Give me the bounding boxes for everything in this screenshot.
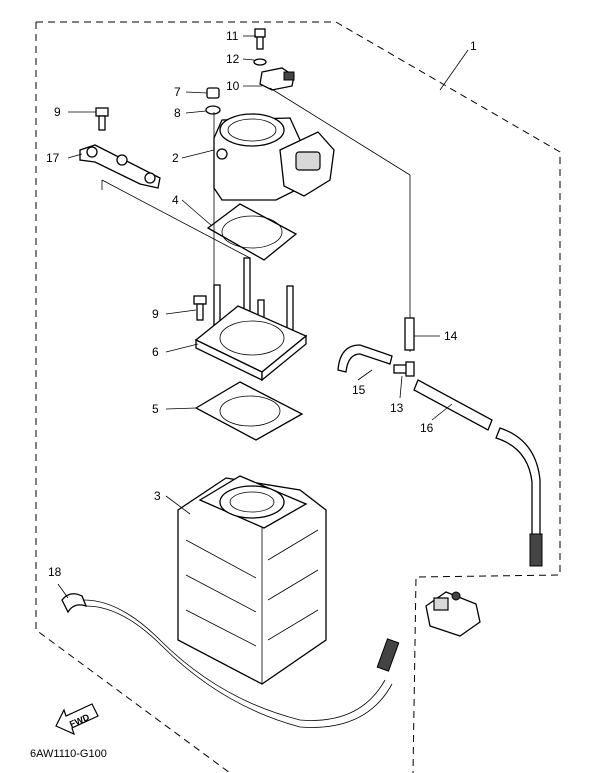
callout-1: 1 — [470, 39, 477, 53]
part-11-bolt — [254, 28, 266, 50]
callout-16: 16 — [420, 421, 434, 435]
part-6-adapter — [194, 257, 308, 382]
callout-11: 11 — [226, 29, 239, 43]
callout-18: 18 — [48, 565, 62, 579]
leader-lines — [57, 35, 469, 599]
callout-10: 10 — [226, 79, 240, 93]
part-8-washer — [205, 105, 221, 115]
callout-7: 7 — [174, 85, 181, 99]
assembly-boundary — [35, 21, 561, 773]
part-9-bolt-upper — [95, 107, 109, 131]
callout-12: 12 — [226, 52, 240, 66]
callout-labels: 1 2 3 4 5 6 7 8 9 9 10 11 12 13 14 15 16… — [46, 29, 477, 579]
callout-9-lower: 9 — [152, 307, 159, 321]
callout-5: 5 — [152, 402, 159, 416]
part-4-gasket — [206, 203, 298, 261]
part-10-sensor — [259, 67, 295, 91]
part-7-nut — [206, 87, 220, 99]
part-17-bracket — [79, 144, 161, 189]
part-5-gasket — [194, 381, 304, 441]
part-18-hose — [61, 593, 400, 728]
fwd-arrow: FWD — [55, 703, 99, 736]
diagram-code: 6AW1110-G100 — [30, 748, 107, 760]
callout-3: 3 — [154, 489, 161, 503]
solenoid-valve — [425, 591, 481, 637]
callout-2: 2 — [172, 151, 179, 165]
part-3-manifold — [177, 475, 327, 685]
callout-14: 14 — [444, 329, 458, 343]
part-12-washer — [253, 58, 267, 66]
part-2-throttle-body — [213, 113, 335, 201]
callout-6: 6 — [152, 345, 159, 359]
part-16-hose — [413, 379, 543, 567]
part-13-fitting — [393, 361, 415, 377]
part-9-bolt-lower — [193, 295, 207, 321]
callout-9-upper: 9 — [54, 105, 61, 119]
part-14-tube — [404, 317, 415, 351]
callout-15: 15 — [352, 383, 366, 397]
part-15-hose — [337, 344, 393, 373]
callout-17: 17 — [46, 151, 60, 165]
callout-13: 13 — [390, 401, 404, 415]
callout-8: 8 — [174, 106, 181, 120]
callout-4: 4 — [172, 193, 179, 207]
